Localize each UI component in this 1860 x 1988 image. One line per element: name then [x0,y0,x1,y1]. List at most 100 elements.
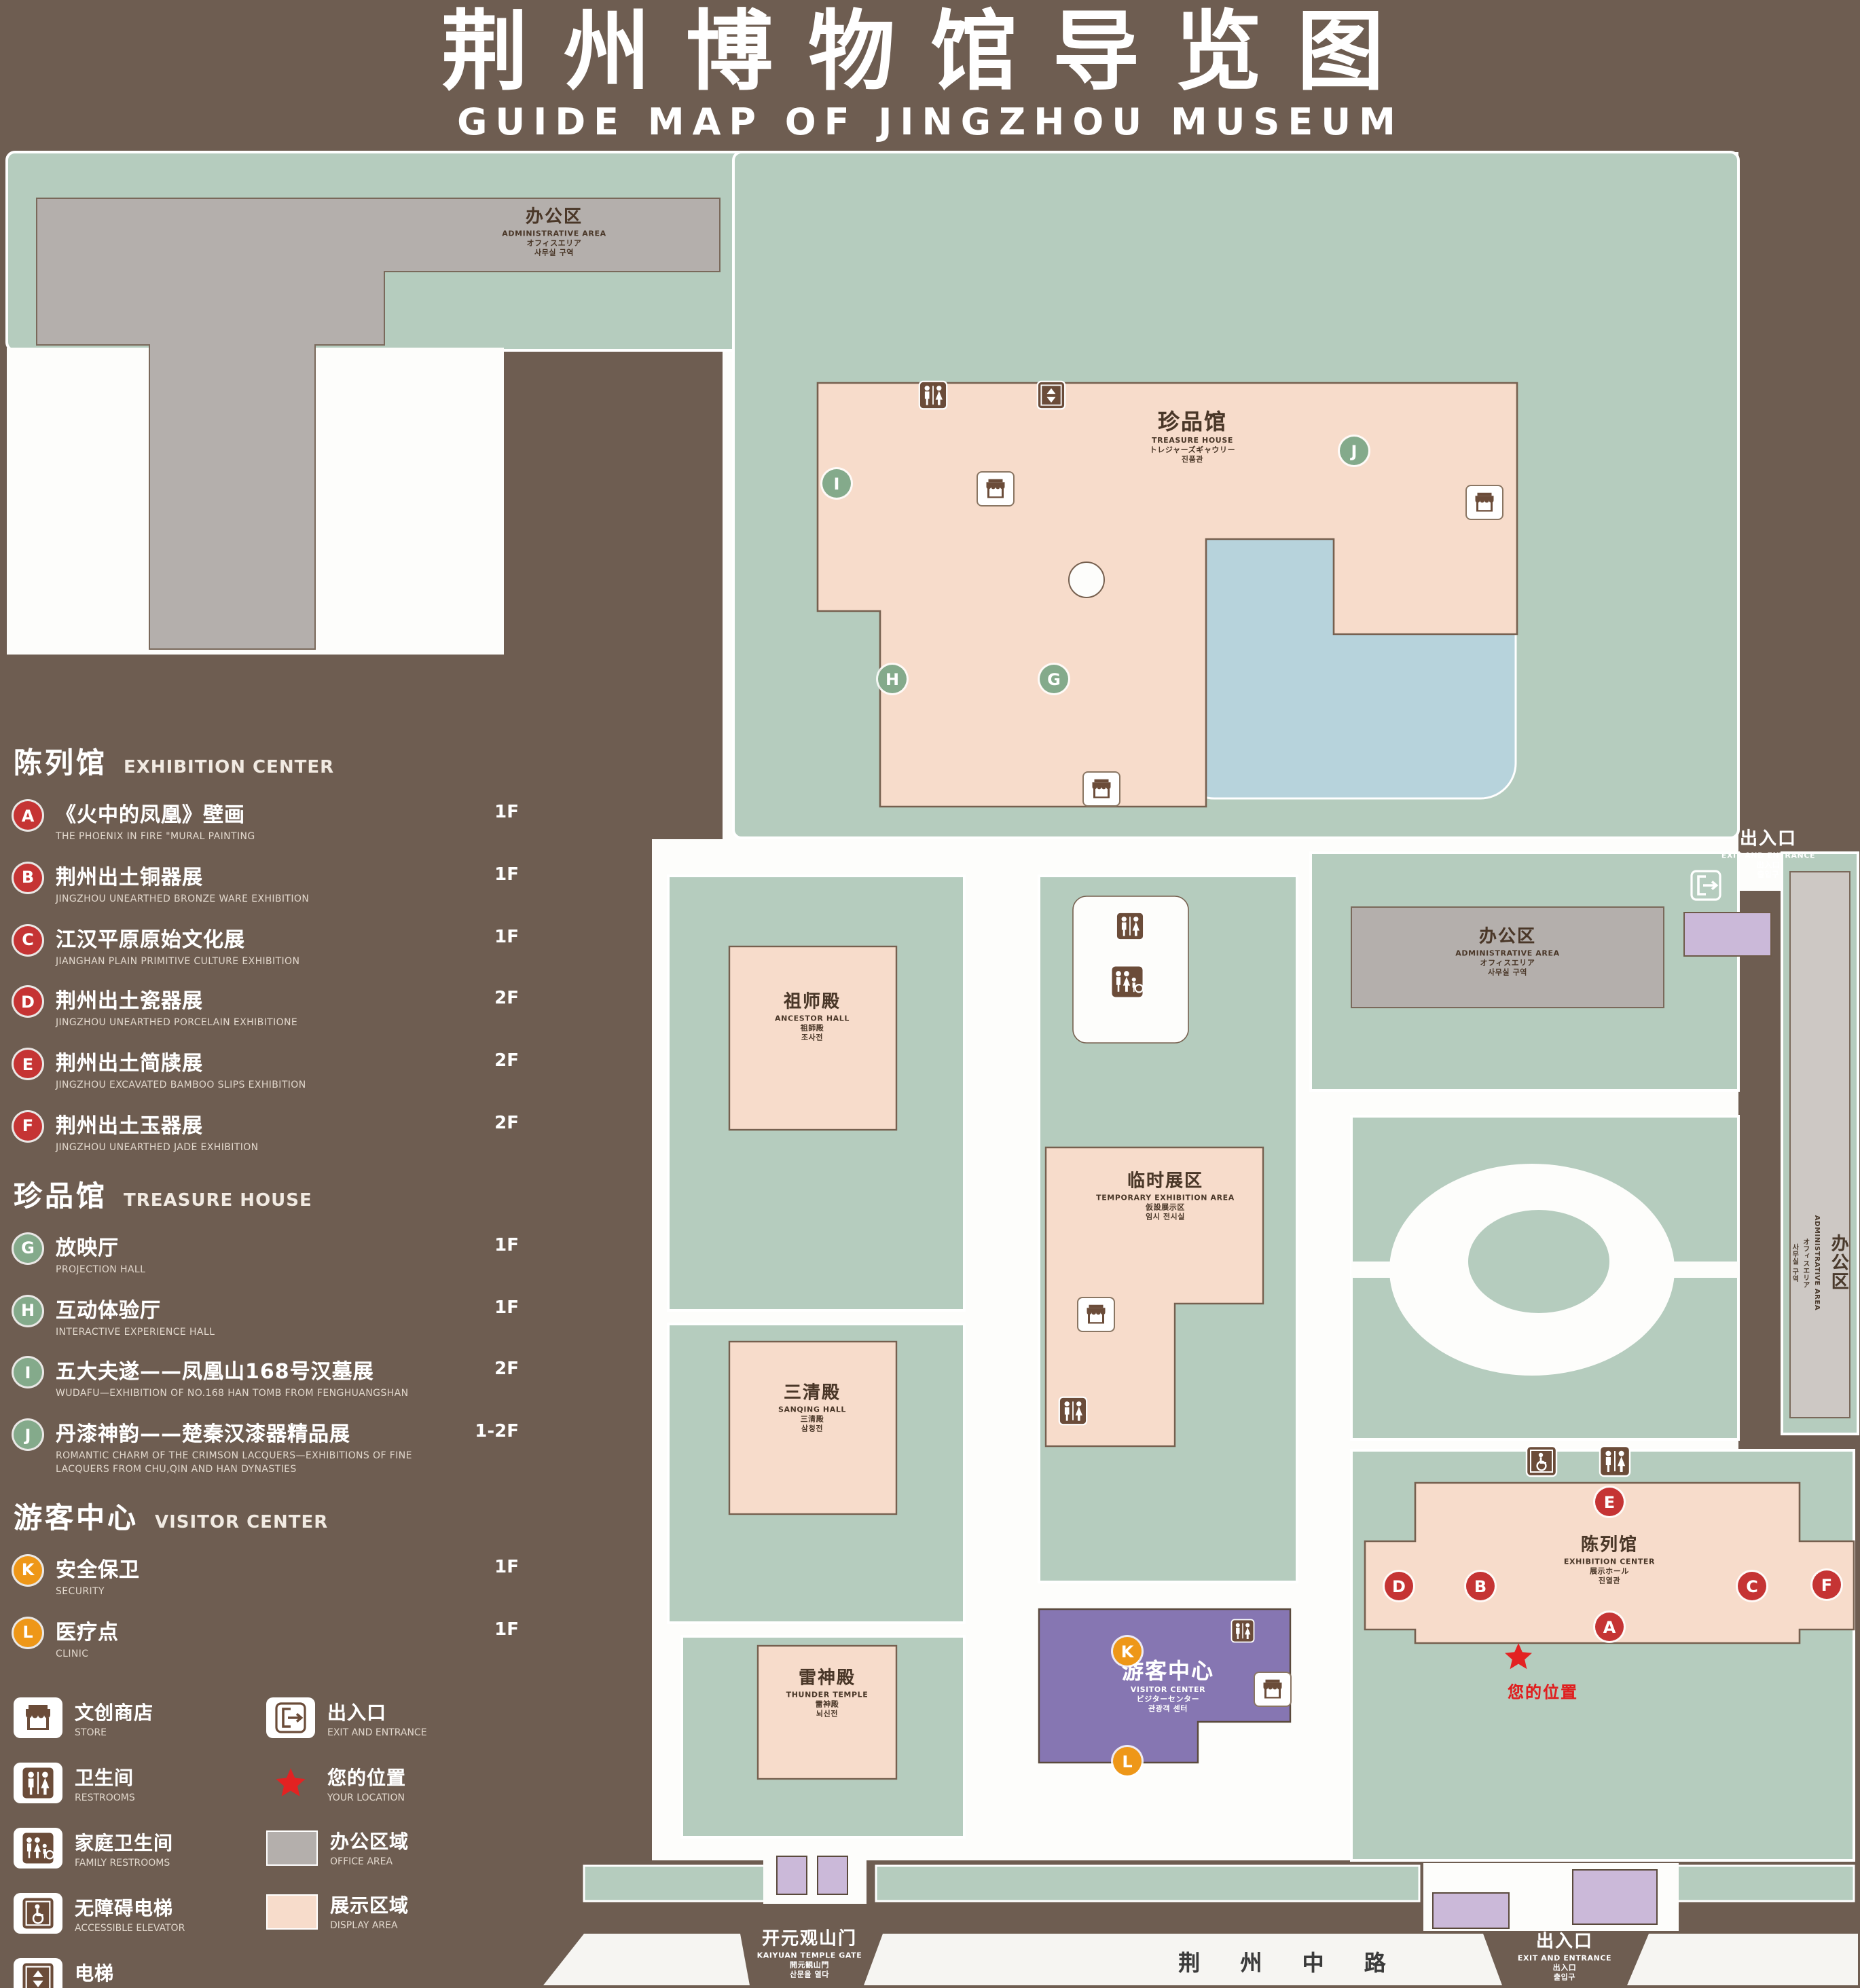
map-marker-j: J [1340,437,1368,465]
legend-item-d: D 荆州出土瓷器展 JINGZHOU UNEARTHED PORCELAIN E… [14,987,519,1031]
label-sanqing-hall: 三清殿 SANQING HALL 三清殿 삼청전 [778,1383,847,1435]
family-restroom-icon [1110,964,1145,999]
legend-office-area: 办公区域 OFFICE AREA [266,1828,519,1868]
legend-item-e: E 荆州出土简牍展 JINGZHOU EXCAVATED BAMBOO SLIP… [14,1048,519,1093]
icon-legend-col-left: 文创商店 STORE 卫生间 RESTROOMS 家庭卫生间 FAMILY RE… [14,1686,266,1988]
exit-icon [1690,869,1722,902]
map-marker-i: I [822,469,851,498]
garden-path-west [1351,1262,1395,1278]
map-marker-f: F [1812,1570,1841,1599]
legend-item-h: H 互动体验厅 INTERACTIVE EXPERIENCE HALL 1F [14,1295,519,1340]
building-admin-mid [1351,906,1664,1008]
legend-elevator: 电梯 Elevator [14,1958,266,1988]
poster-title-zh: 荆州博物馆导览图 [441,3,1419,103]
label-exhibition-center: 陈列馆 EXHIBITION CENTER 展示ホール 진열관 [1563,1535,1656,1587]
gatehouse-bottom-2 [1572,1869,1658,1925]
map-marker-h: H [878,665,907,693]
marker-d: D [14,987,42,1016]
map-marker-k: K [1113,1637,1142,1665]
road-gap-gate [740,1934,883,1985]
marker-l: L [14,1618,42,1647]
map-marker-a: A [1595,1613,1624,1641]
marker-c: C [14,925,42,955]
store-icon [14,1697,62,1739]
label-admin-right: 办公区 ADMINISTRATIVE AREA オフィスエリア 사무실 구역 [1791,1215,1848,1311]
label-exit-bottom: 出入口 EXIT AND ENTRANCE 出入口 출입구 [1517,1932,1612,1983]
green-band-south-3 [1676,1864,1855,1902]
treasure-plaza-circle [1068,562,1105,598]
label-exit-topright: 出入口 EXIT AND ENTRANCE 出入口 출입구 [1721,829,1816,881]
family-restroom-icon [14,1828,62,1869]
legend-section-visitor-center: 游客中心 VISITOR CENTER [14,1501,329,1534]
green-band-south-1 [583,1864,769,1902]
building-thunder-temple [756,1644,898,1780]
label-treasure-house: 珍品馆 TREASURE HOUSE トレジャーズギャウリー 진품관 [1149,408,1236,464]
marker-f: F [14,1111,42,1141]
legend-your-location: 您的位置 YOUR LOCATION [266,1763,519,1804]
label-kaiyuan-gate: 开元观山门 KAIYUAN TEMPLE GATE 開元観山門 산문을 열다 [756,1929,862,1981]
marker-a: A [14,801,42,830]
icon-legend-col-right: 出入口 EXIT AND ENTRANCE 您的位置 YOUR LOCATION… [266,1686,519,1988]
store-icon [1465,485,1503,520]
marker-i: I [14,1358,42,1387]
legend-item-g: G 放映厅 PROJECTION HALL 1F [14,1233,519,1278]
building-temporary-exhibition [1044,1146,1264,1448]
elevator-icon [1036,380,1066,410]
building-sanqing-hall [728,1340,898,1515]
building-ancestor-hall [728,945,898,1131]
label-road: 荆 州 中 路 [1178,1950,1402,1976]
map-marker-d: D [1385,1572,1413,1600]
legend-display-area: 展示区域 DISPLAY AREA [266,1892,519,1932]
restroom-icon [14,1763,62,1804]
your-location-star-icon [1502,1640,1535,1673]
legend-item-b: B 荆州出土铜器展 JINGZHOU UNEARTHED BRONZE WARE… [14,862,519,907]
marker-b: B [14,863,42,892]
garden-island [1468,1210,1609,1313]
label-your-location: 您的位置 [1507,1682,1579,1702]
building-admin-right [1789,871,1850,1418]
restroom-icon [1599,1445,1631,1477]
legend-restroom: 卫生间 RESTROOMS [14,1763,266,1804]
icon-legend: 文创商店 STORE 卫生间 RESTROOMS 家庭卫生间 FAMILY RE… [14,1686,519,1988]
exit-icon [266,1697,315,1739]
legend-item-f: F 荆州出土玉器展 JINGZHOU UNEARTHED JADE EXHIBI… [14,1111,519,1156]
legend-family-restroom: 家庭卫生间 FAMILY RESTROOMS [14,1828,266,1869]
legend-item-l: L 医疗点 CLINIC 1F [14,1617,519,1661]
map-marker-l: L [1113,1747,1142,1775]
accessible-elevator-icon [14,1893,62,1934]
road-gap-exit [1483,1934,1649,1985]
legend-item-a: A 《火中的凤凰》壁画 THE PHOENIX IN FIRE "MURAL P… [14,800,519,845]
legend-section-treasure-house: 珍品馆 TREASURE HOUSE [14,1179,312,1213]
map-marker-e: E [1595,1488,1624,1516]
garden-path-east [1660,1262,1738,1278]
store-icon [1077,1297,1115,1332]
legend-item-j: J 丹漆神韵——楚秦汉漆器精品展 ROMANTIC CHARM OF THE C… [14,1419,519,1477]
store-icon [1082,771,1120,807]
marker-g: G [14,1234,42,1263]
exit-path-topright [1736,853,1785,891]
legend-item-k: K 安全保卫 SECURITY 1F [14,1555,519,1600]
green-band-south-2 [875,1864,1421,1902]
label-thunder-temple: 雷神殿 THUNDER TEMPLE 雷神殿 뇌신전 [786,1668,869,1720]
legend-item-i: I 五大夫遂——凤凰山168号汉墓展 WUDAFU—EXHIBITION OF … [14,1357,519,1402]
marker-h: H [14,1296,42,1325]
legend-sidebar: 陈列馆 EXHIBITION CENTER A 《火中的凤凰》壁画 THE PH… [14,722,519,1988]
restroom-icon [1058,1396,1088,1426]
gatehouse-bottom-1 [1432,1892,1510,1929]
legend-exit: 出入口 EXIT AND ENTRANCE [266,1697,519,1739]
building-exhibition-center [1364,1481,1855,1644]
label-ancestor-hall: 祖师殿 ANCESTOR HALL 祖師殿 조사전 [775,992,850,1044]
office-area-swatch [266,1830,318,1866]
poster-title-en: GUIDE MAP OF JINGZHOU MUSEUM [457,102,1404,145]
accessible-elevator-icon [1525,1445,1558,1477]
label-temporary-exhibition: 临时展区 TEMPORARY EXHIBITION AREA 仮設展示区 임시 … [1096,1171,1235,1223]
gate-pillar-left [776,1856,807,1895]
restroom-icon [1230,1619,1255,1643]
gate-pillar-right [817,1856,848,1895]
marker-k: K [14,1556,42,1585]
restroom-icon [1115,911,1145,941]
building-visitor-center [1038,1608,1292,1764]
restroom-icon [918,380,948,410]
title-block: 荆州博物馆导览图 GUIDE MAP OF JINGZHOU MUSEUM [0,3,1860,145]
